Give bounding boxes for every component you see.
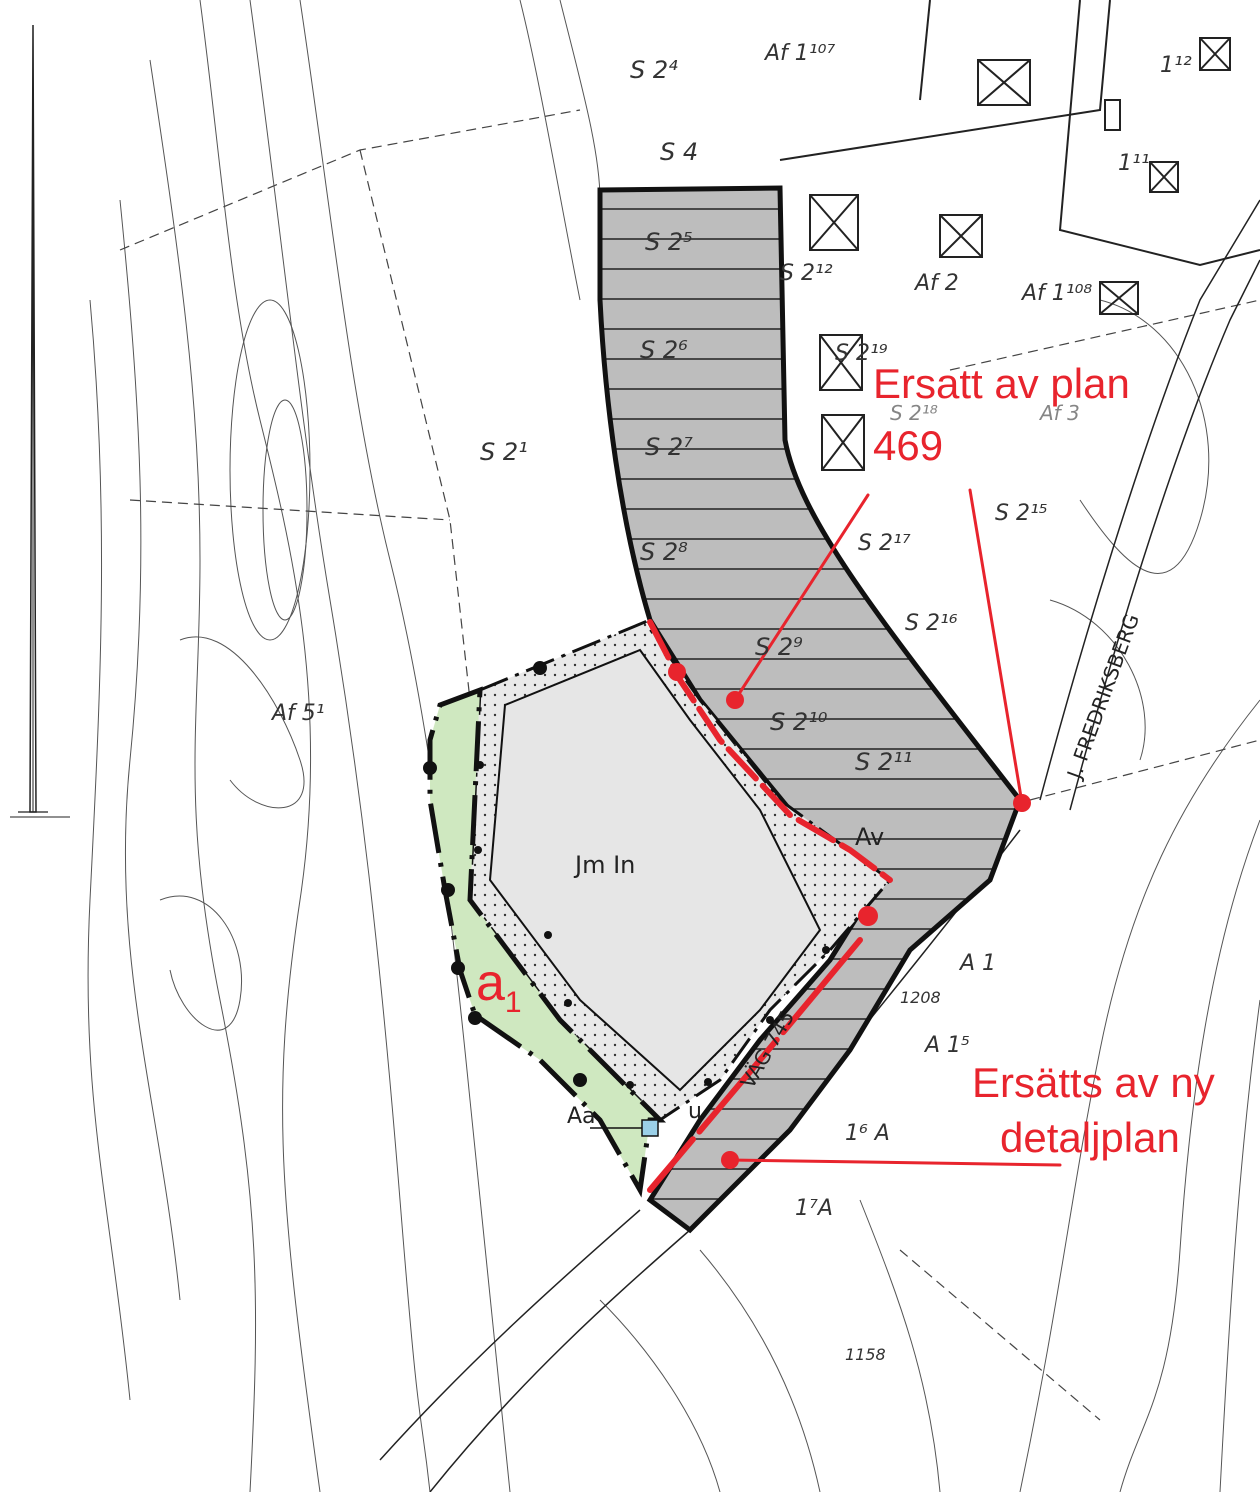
parcel-label: S 2¹⁶ xyxy=(905,611,958,636)
zone-label-aa: Aa xyxy=(567,1104,596,1129)
parcel-label: S 2¹⁵ xyxy=(995,501,1048,526)
parcel-label: Af 3 xyxy=(1038,401,1080,425)
zone-label-av: Av xyxy=(855,823,884,851)
north-arrow xyxy=(10,24,70,818)
parcel-label: S 2¹² xyxy=(780,261,833,286)
annotation-replaced-by-plan: Ersatt av plan xyxy=(873,360,1130,407)
annotation-detail-plan: detaljplan xyxy=(1000,1114,1180,1161)
parcel-label: 1¹¹ xyxy=(1118,151,1150,176)
street-name: J. FREDRIKSBERG xyxy=(1061,611,1144,784)
zone-label-jm-in: Jm In xyxy=(573,851,635,879)
parcel-label: A 1 xyxy=(958,951,996,976)
parcel-label: S 2¹¹ xyxy=(855,748,912,776)
green-zone-subscript: 1 xyxy=(505,986,522,1019)
parcel-labels: S 2⁴ S 4 S 2⁵ S 2⁶ S 2⁷ S 2⁸ S 2⁹ S 2¹⁰ … xyxy=(270,41,1192,1364)
boundary-dots xyxy=(423,661,830,1089)
parcel-label: 1¹² xyxy=(1160,53,1192,78)
parcel-label: Af 1¹⁰⁷ xyxy=(763,41,835,66)
green-zone-a1 xyxy=(427,686,667,1198)
parcel-label: S 4 xyxy=(660,138,698,166)
green-zone-label: a1 xyxy=(476,954,522,1019)
parcel-label: A 1⁵ xyxy=(923,1033,970,1058)
parcel-label: 1208 xyxy=(900,988,941,1007)
parcel-label: S 2¹⁷ xyxy=(858,531,911,556)
parcel-label: S 2⁷ xyxy=(645,433,693,461)
green-zone-letter: a xyxy=(476,954,505,1012)
property-lines xyxy=(119,109,1260,1421)
parcel-label: S 2¹⁰ xyxy=(770,708,828,736)
annotation-plan-number: 469 xyxy=(873,422,943,469)
parcel-label: Af 1¹⁰⁸ xyxy=(1020,281,1092,306)
parcel-label: S 2⁴ xyxy=(630,56,678,84)
parcel-label: S 2⁸ xyxy=(640,538,688,566)
hatched-area-north xyxy=(597,185,1023,1234)
annotation-replaced-by-new: Ersätts av ny xyxy=(972,1059,1215,1106)
parcel-label: S 2⁵ xyxy=(645,228,693,256)
zone-label-u: u xyxy=(688,1099,702,1124)
parcel-label: 1⁷A xyxy=(795,1196,833,1221)
utility-symbol xyxy=(590,1119,659,1137)
parcel-label: Af 2 xyxy=(913,271,959,296)
parcel-label: 1158 xyxy=(845,1345,886,1364)
red-markers xyxy=(668,663,1031,1169)
buildings xyxy=(779,0,1260,471)
parcel-label: S 2¹⁸ xyxy=(890,401,938,425)
parcel-label: 1⁶ A xyxy=(845,1121,890,1146)
parcel-label: S 2¹⁹ xyxy=(835,341,888,366)
parcel-label: S 2¹ xyxy=(480,438,528,466)
jm-in-area xyxy=(488,648,822,1092)
parcel-label: Af 5¹ xyxy=(270,701,325,726)
parcel-label: S 2⁹ xyxy=(755,633,803,661)
parcel-label: S 2⁶ xyxy=(640,336,688,364)
